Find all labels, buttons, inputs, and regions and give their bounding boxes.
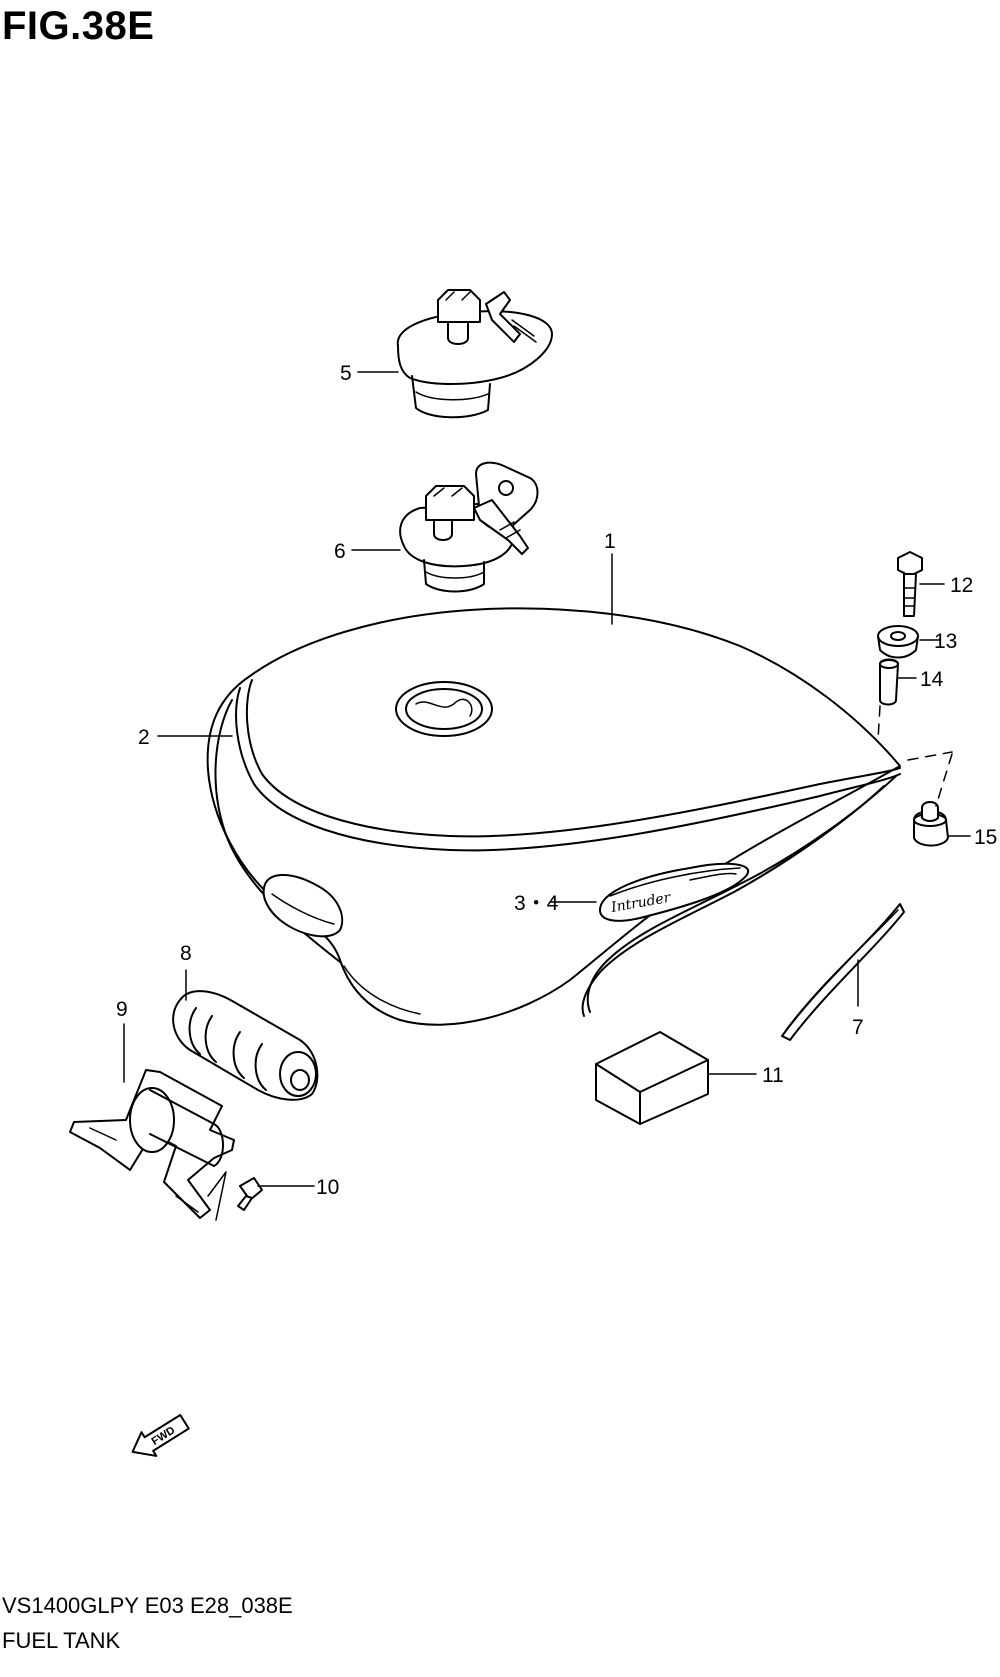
block-part-11[interactable] — [595, 1031, 709, 1125]
callout-12: 12 — [950, 574, 973, 597]
callout-10: 10 — [316, 1176, 339, 1199]
callout-3-4: 3・4 — [514, 892, 559, 915]
fuel-cap-part-5[interactable] — [396, 289, 553, 419]
washer-part-13[interactable] — [877, 625, 919, 659]
model-code: VS1400GLPY E03 E28_038E — [2, 1593, 293, 1618]
forward-direction-arrow: FWD — [131, 1414, 190, 1457]
section-name: FUEL TANK — [2, 1628, 121, 1653]
fuel-cap-part-6[interactable] — [399, 461, 539, 593]
leader-lines — [123, 371, 971, 1187]
cushion-part-8[interactable] — [172, 990, 319, 1101]
callout-5: 5 — [340, 362, 352, 385]
callout-9: 9 — [116, 998, 128, 1021]
callout-7: 7 — [852, 1016, 864, 1039]
callout-6: 6 — [334, 540, 346, 563]
callout-1: 1 — [604, 530, 616, 553]
callout-8: 8 — [180, 942, 192, 965]
callout-2: 2 — [138, 726, 150, 749]
cushion-part-15[interactable] — [913, 801, 949, 847]
bolt-part-12[interactable] — [897, 551, 923, 617]
callout-labels: 5 6 1 2 3・4 7 8 9 10 11 12 13 14 15 — [116, 362, 997, 1199]
spacer-part-14[interactable] — [879, 658, 899, 706]
callout-13: 13 — [934, 630, 957, 653]
figure-title: FIG.38E — [2, 4, 155, 48]
screw-part-10[interactable] — [237, 1177, 263, 1211]
bracket-part-9[interactable] — [69, 1069, 235, 1221]
emblem-part-3-4[interactable]: Intruder — [599, 862, 749, 922]
callout-11: 11 — [762, 1064, 784, 1087]
callout-14: 14 — [920, 668, 944, 691]
callout-15: 15 — [974, 826, 997, 849]
strip-part-7[interactable] — [781, 903, 905, 1041]
fuel-tank-part-1[interactable] — [206, 607, 901, 1026]
